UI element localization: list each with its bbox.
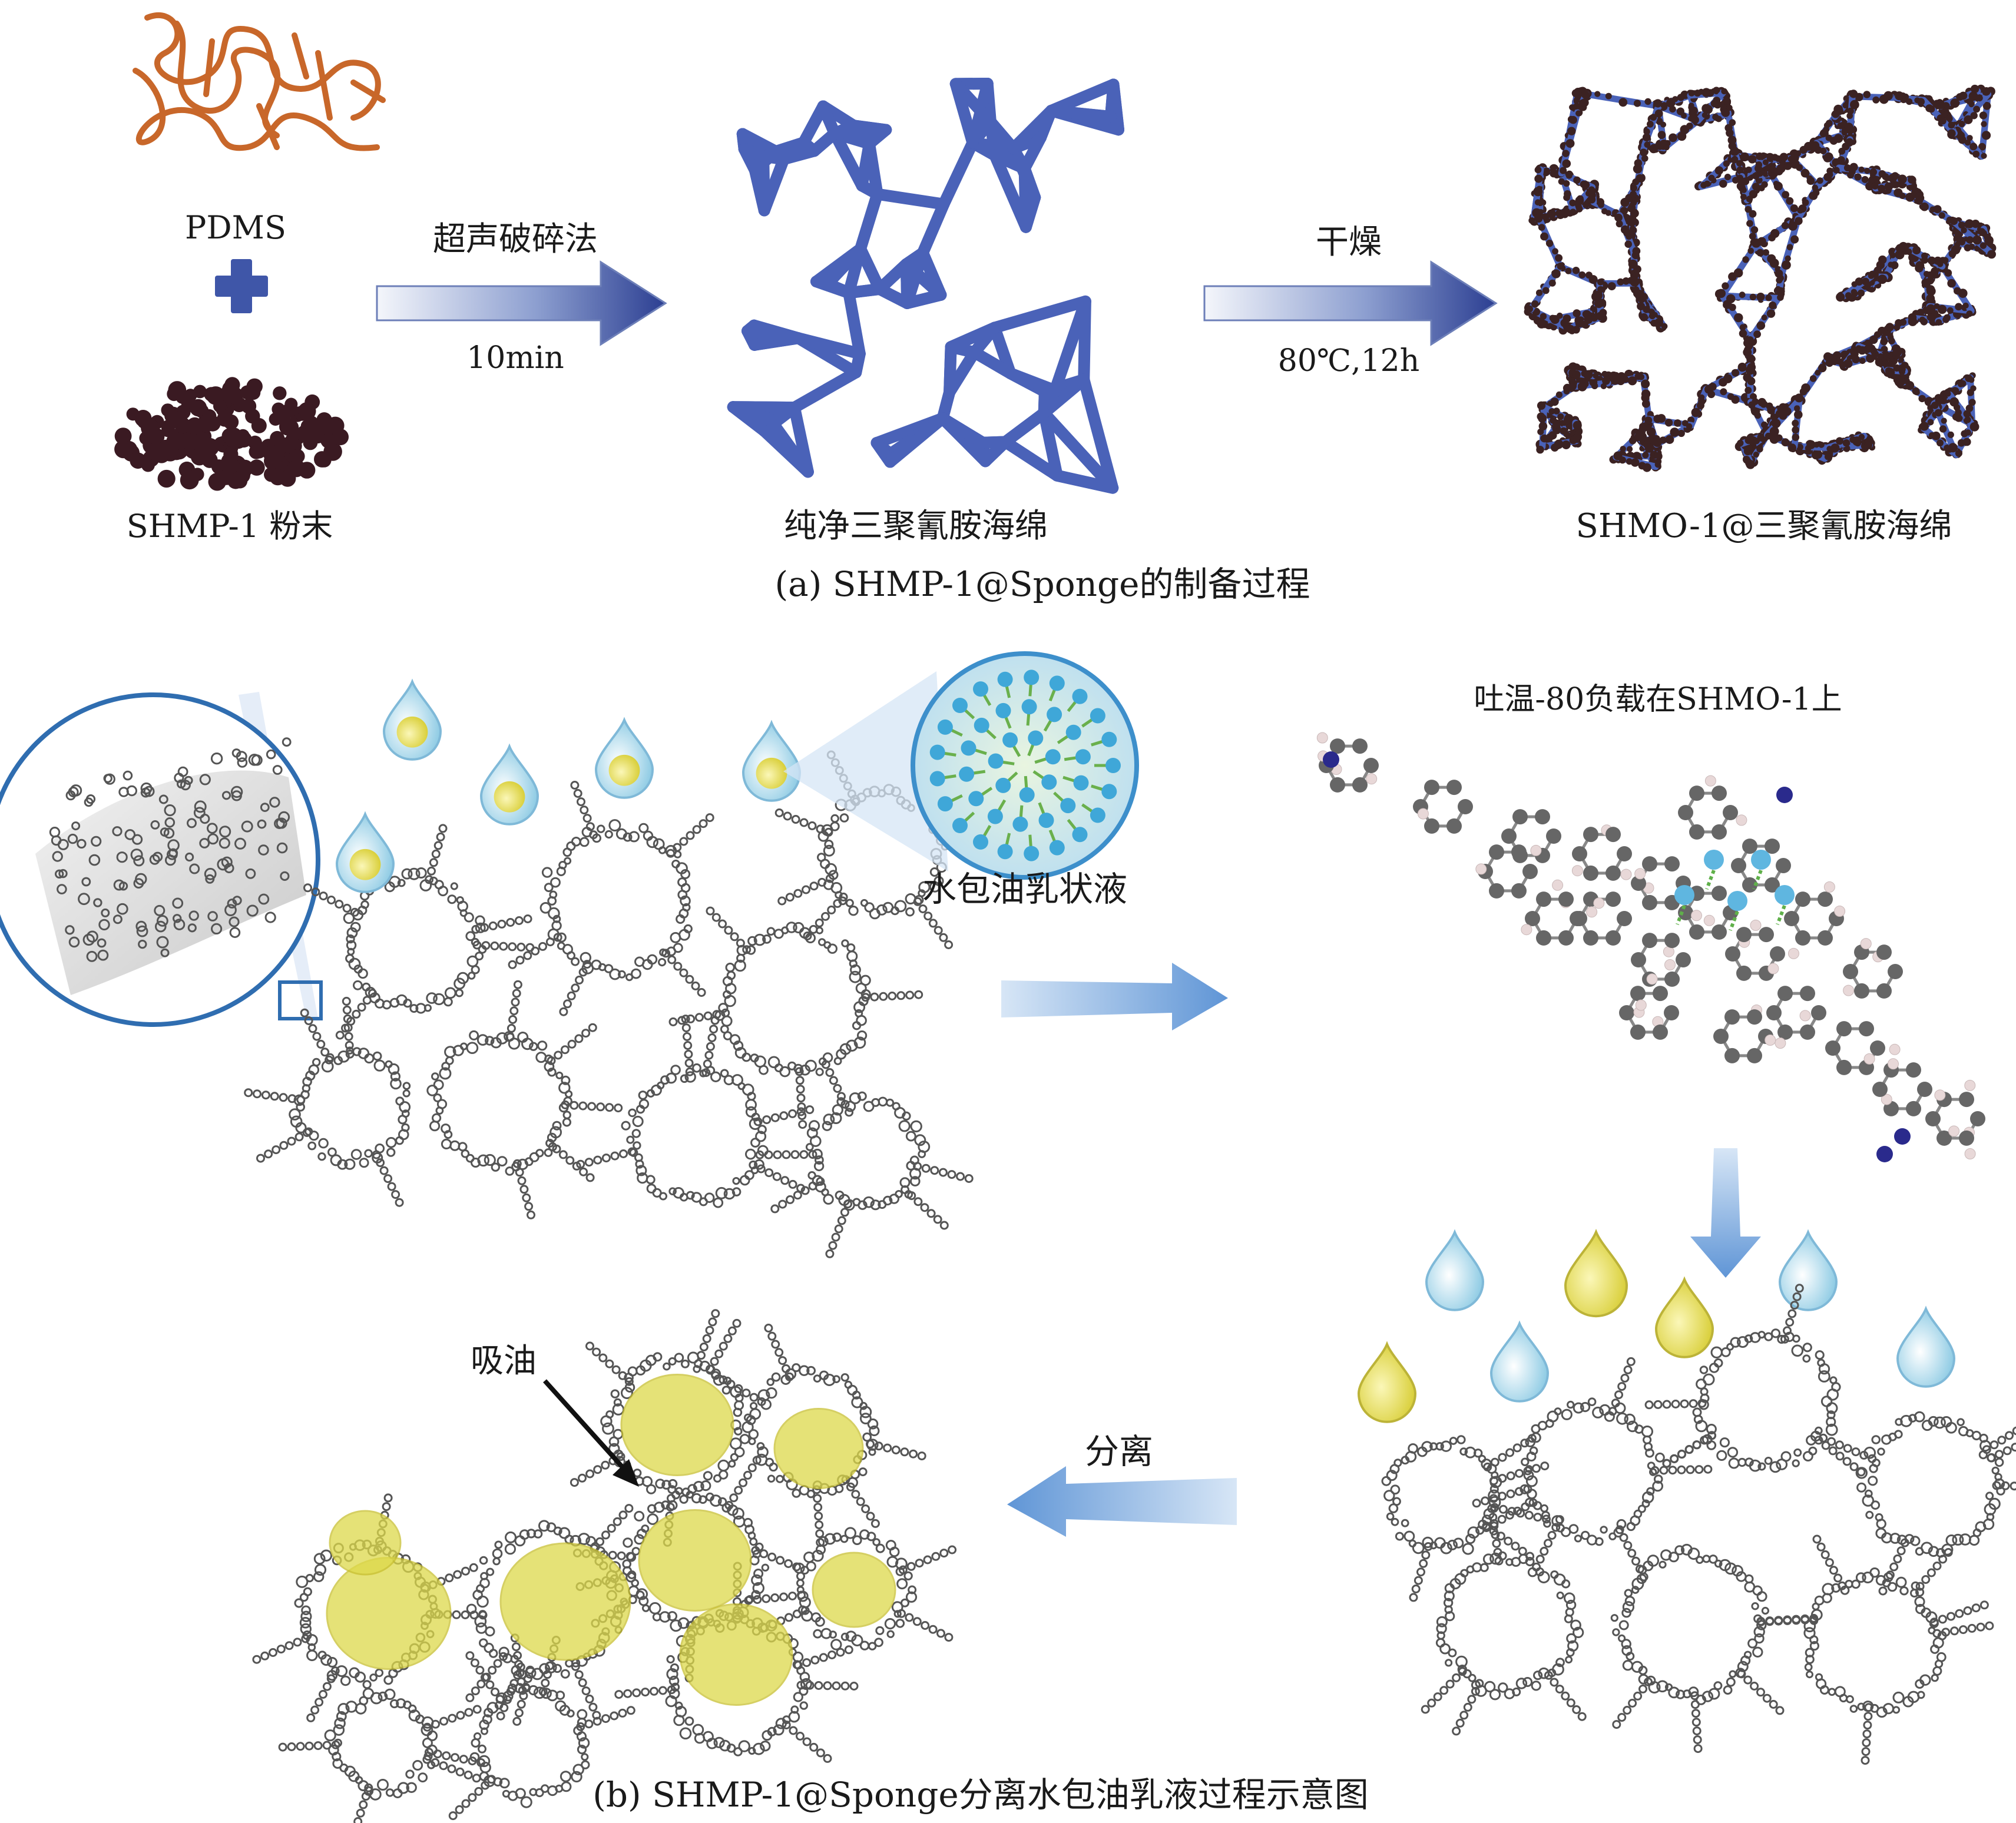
panel-a: PDMS SHMP-1 粉末 超声破碎法 10min 纯净三聚氰胺海绵 干燥 8… [114,12,1997,604]
flow-arrow-right [1001,963,1228,1030]
micelle-callout [783,651,1139,880]
separate-label: 分离 [1085,1431,1153,1471]
absorb-oil-label: 吸油 [471,1342,537,1380]
emulsion-label: 水包油乳状液 [922,869,1127,909]
pure-sponge-label: 纯净三聚氰胺海绵 [784,507,1048,545]
emulsion-oil-droplets [335,678,802,893]
mixed-oil-water-droplets [1357,1228,1956,1423]
pure-melamine-sponge [727,78,1124,494]
shmo1-loaded-sponge [1524,84,1997,472]
step1-time-label: 10min [466,340,564,376]
porous-framework-in-emulsion [1381,1284,2016,1765]
shmp1-powder-pile [114,377,349,491]
surfactant-micelle [929,669,1121,861]
zoom-inset [0,692,323,1027]
step1-method-label: 超声破碎法 [433,220,598,258]
panel-b: 水包油乳状液 吐温-80负载在SHMO-1上 分离 吸油 (b) SHMP-1@ [0,651,2016,1823]
pdms-label: PDMS [185,209,286,246]
pdms-polymer-strands [133,12,386,151]
loaded-sponge-label: SHMO-1@三聚氰胺海绵 [1575,507,1952,545]
step2-condition-label: 80℃,12h [1278,343,1420,379]
tween80-loaded-molecule [1316,732,1985,1162]
panel-a-caption: (a) SHMP-1@Sponge的制备过程 [775,564,1310,604]
framework-closeup-texture [49,737,292,962]
flow-arrow-left [1007,1466,1237,1537]
porous-framework-oil-absorbed [252,1309,957,1823]
process-arrow-1 [376,260,667,346]
tween-label: 吐温-80负载在SHMO-1上 [1474,682,1842,717]
porous-framework-initial [244,750,974,1258]
flow-arrow-down [1690,1148,1761,1278]
panel-b-caption: (b) SHMP-1@Sponge分离水包油乳液过程示意图 [592,1775,1368,1815]
plus-icon [215,259,268,313]
process-arrow-2 [1203,260,1498,346]
absorb-pointer-arrow [543,1379,639,1487]
powder-label: SHMP-1 粉末 [127,508,333,545]
step2-method-label: 干燥 [1316,223,1382,261]
